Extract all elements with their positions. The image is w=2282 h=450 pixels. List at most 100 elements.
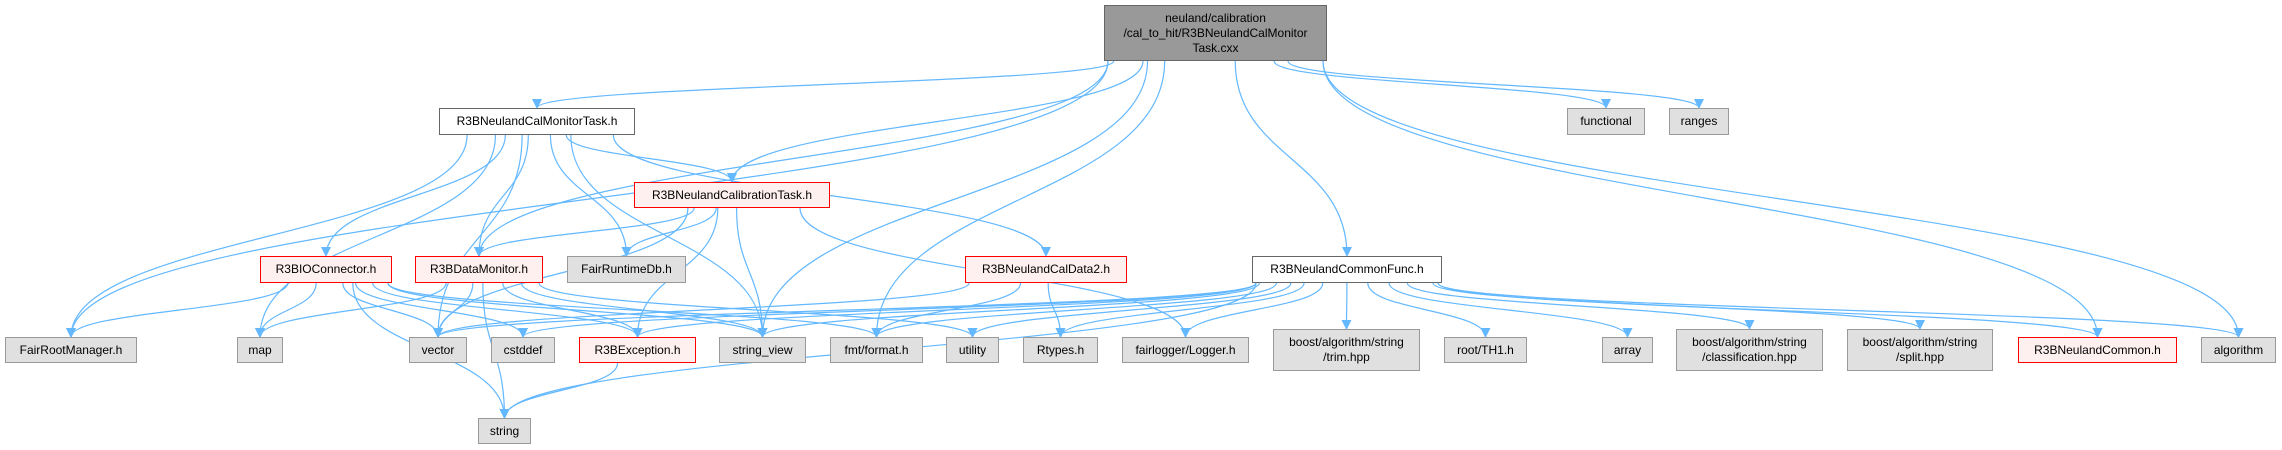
node-label: utility: [958, 342, 987, 357]
edge-datamon-to-string_view: [520, 282, 768, 338]
edge-exception-to-string: [499, 362, 619, 419]
node-exception[interactable]: R3BException.h: [579, 337, 696, 363]
node-label: boost/algorithm/string: [1862, 335, 1978, 349]
edge-ioconn-to-fmt: [387, 282, 882, 338]
node-label: boost/algorithm/string: [1289, 335, 1404, 349]
edge-root-to-calmon: [532, 60, 1115, 109]
node-label: FairRootManager.h: [19, 342, 123, 357]
node-calmon[interactable]: R3BNeulandCalMonitorTask.h: [439, 108, 635, 135]
node-ioconn[interactable]: R3BIOConnector.h: [260, 256, 392, 283]
edge-calmon-to-string_view: [570, 134, 768, 338]
edge-commonfunc-to-algorithm: [1437, 282, 2244, 338]
node-logger[interactable]: fairlogger/Logger.h: [1122, 337, 1249, 363]
edge-ioconn-to-string_view: [387, 282, 768, 338]
node-caldata2[interactable]: R3BNeulandCalData2.h: [965, 256, 1127, 283]
edge-commonfunc-to-cstddef: [518, 282, 1257, 338]
node-label: functional: [1580, 114, 1632, 128]
edge-caltask-to-datamon: [474, 207, 695, 257]
edge-root-to-ranges: [1287, 60, 1704, 109]
edge-calmon-to-runtimedb: [549, 134, 632, 257]
node-label: R3BNeulandCalData2.h: [981, 262, 1111, 276]
node-label: R3BNeulandCalMonitorTask.h: [456, 114, 618, 128]
node-label: Task.cxx: [1192, 40, 1239, 55]
node-label: map: [248, 342, 272, 357]
edge-calmon-to-datamon: [474, 134, 529, 257]
node-runtimedb[interactable]: FairRuntimeDb.h: [567, 256, 686, 283]
edge-root-to-rootmgr: [66, 60, 1109, 338]
node-label: R3BNeulandCalibrationTask.h: [651, 187, 813, 202]
edge-root-to-commonfunc: [1234, 60, 1352, 257]
edge-caltask-to-string_view: [735, 207, 768, 338]
edge-calmon-to-caltask: [565, 134, 737, 183]
node-ranges[interactable]: ranges: [1669, 108, 1729, 135]
edge-caldata2-to-vector: [433, 282, 970, 338]
edge-datamon-to-map: [255, 282, 447, 338]
node-label: fmt/format.h: [844, 342, 909, 357]
node-cstddef[interactable]: cstddef: [491, 337, 555, 363]
node-label: R3BNeulandCommon.h: [2034, 342, 2161, 357]
edge-commonfunc-to-fmt: [871, 282, 1278, 338]
node-string[interactable]: string: [478, 418, 531, 444]
node-functional[interactable]: functional: [1567, 108, 1645, 135]
edge-ioconn-to-rootmgr: [66, 282, 289, 338]
edge-commonfunc-to-th1: [1367, 282, 1491, 338]
node-fmt[interactable]: fmt/format.h: [830, 337, 923, 363]
node-utility[interactable]: utility: [946, 337, 999, 363]
edge-root-to-fmt: [871, 60, 1166, 338]
edge-commonfunc-to-utility: [967, 282, 1292, 338]
edge-root-to-functional: [1273, 60, 1611, 109]
node-neulandcommon[interactable]: R3BNeulandCommon.h: [2018, 337, 2177, 363]
node-map[interactable]: map: [237, 337, 283, 363]
node-array[interactable]: array: [1602, 337, 1653, 363]
node-th1[interactable]: root/TH1.h: [1444, 337, 1527, 363]
node-datamon[interactable]: R3BDataMonitor.h: [415, 256, 543, 283]
node-label: string: [489, 423, 520, 438]
node-string_view[interactable]: string_view: [719, 337, 806, 363]
node-root[interactable]: neuland/calibration/cal_to_hit/R3BNeulan…: [1104, 5, 1327, 61]
edge-calmon-to-ioconn: [321, 134, 506, 257]
edge-datamon-to-exception: [502, 282, 643, 338]
edge-commonfunc-to-classification: [1406, 282, 1755, 330]
node-label: neuland/calibration: [1165, 10, 1266, 25]
node-trim[interactable]: boost/algorithm/string/trim.hpp: [1273, 329, 1420, 371]
node-label: fairlogger/Logger.h: [1135, 342, 1236, 357]
edge-root-to-algorithm: [1322, 60, 2244, 338]
edge-root-to-neulandcommon: [1322, 60, 2103, 338]
node-label: R3BException.h: [594, 342, 681, 357]
node-rootmgr[interactable]: FairRootManager.h: [5, 337, 137, 363]
node-label: boost/algorithm/string: [1692, 335, 1807, 349]
node-label: root/TH1.h: [1457, 342, 1514, 357]
edge-ioconn-to-map: [255, 282, 317, 338]
edge-root-to-string_view: [757, 60, 1149, 338]
node-label: string_view: [732, 342, 793, 357]
node-split[interactable]: boost/algorithm/string/split.hpp: [1847, 329, 1993, 371]
node-algorithm[interactable]: algorithm: [2201, 337, 2276, 363]
node-label: R3BIOConnector.h: [275, 262, 377, 276]
edge-root-to-caltask: [727, 60, 1144, 183]
edge-root-to-datamon: [474, 60, 1109, 257]
node-commonfunc[interactable]: R3BNeulandCommonFunc.h: [1252, 256, 1442, 283]
node-label: /trim.hpp: [1323, 350, 1370, 364]
edge-commonfunc-to-string_view: [757, 282, 1260, 338]
node-rtypes[interactable]: Rtypes.h: [1023, 337, 1098, 363]
node-label: array: [1613, 342, 1642, 357]
edge-caltask-to-runtimedb: [621, 207, 717, 257]
edge-commonfunc-to-array: [1388, 282, 1633, 338]
edge-calmon-to-map: [255, 134, 497, 338]
edge-calmon-to-rootmgr: [66, 134, 468, 338]
node-classification[interactable]: boost/algorithm/string/classification.hp…: [1676, 329, 1823, 371]
node-label: vector: [421, 342, 455, 357]
node-label: /classification.hpp: [1702, 350, 1797, 364]
node-label: R3BNeulandCommonFunc.h: [1270, 262, 1424, 276]
node-vector[interactable]: vector: [409, 337, 467, 363]
node-label: /split.hpp: [1895, 350, 1945, 364]
edge-calmon-to-vector: [433, 134, 523, 338]
node-label: algorithm: [2213, 342, 2264, 357]
edge-commonfunc-to-exception: [632, 282, 1257, 338]
node-label: FairRuntimeDb.h: [581, 262, 672, 276]
edge-commonfunc-to-logger: [1180, 282, 1324, 338]
edge-commonfunc-to-rtypes: [1055, 282, 1305, 338]
node-caltask[interactable]: R3BNeulandCalibrationTask.h: [634, 182, 830, 208]
